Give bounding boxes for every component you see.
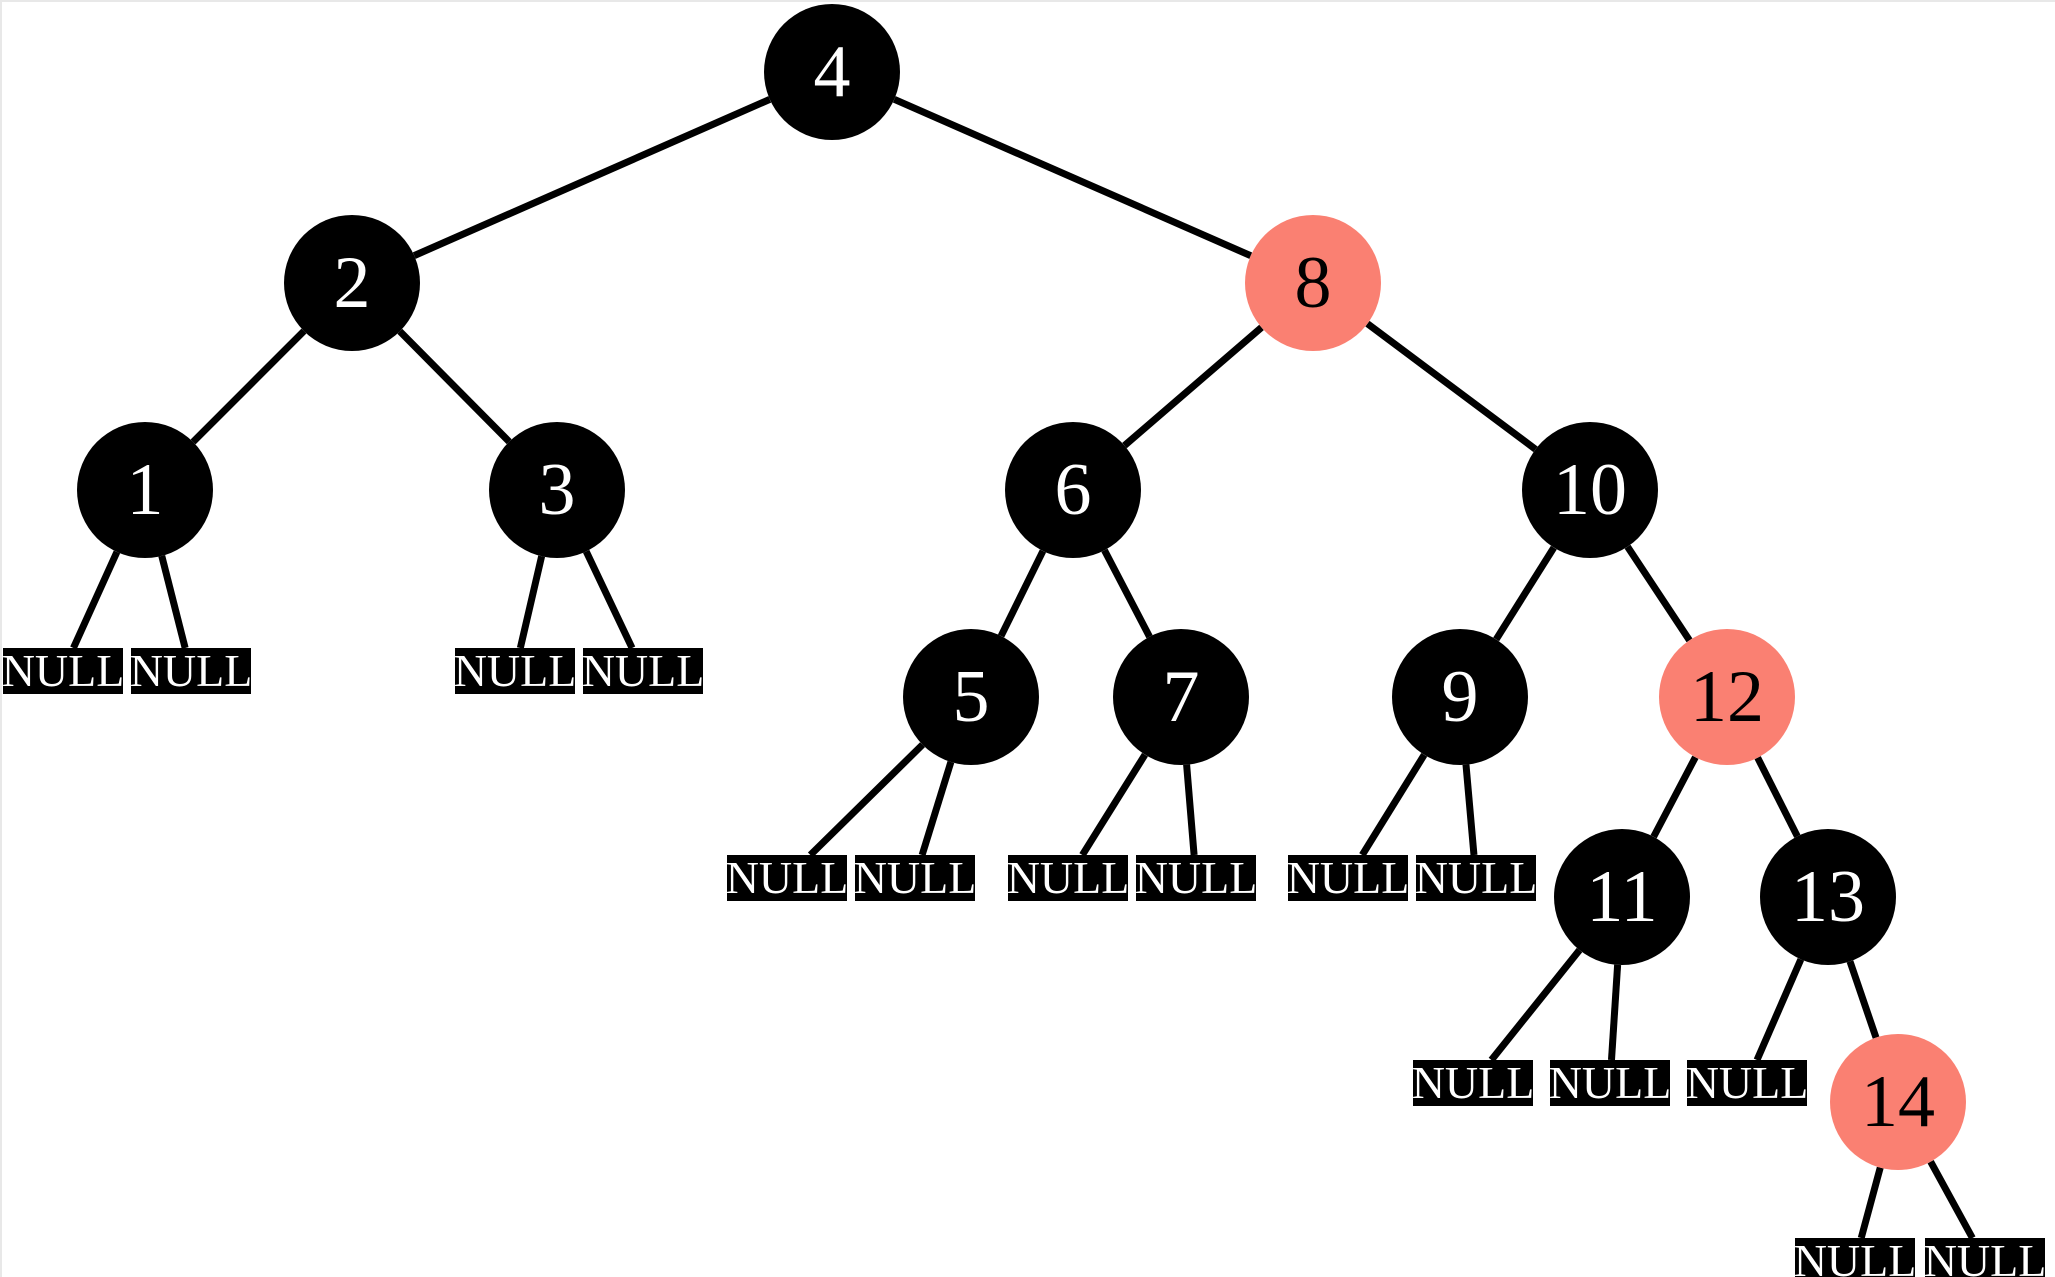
- tree-edge: [1462, 764, 1478, 856]
- tree-edge: [1753, 957, 1805, 1062]
- tree-node-label: 14: [1861, 1061, 1935, 1143]
- tree-nil-leaf: NULL: [1134, 852, 1258, 903]
- tree-edge: [397, 328, 512, 445]
- tree-node-2[interactable]: 2: [284, 215, 420, 351]
- tree-edge: [158, 555, 189, 649]
- tree-edge: [1624, 544, 1693, 643]
- tree-node-label: 7: [1162, 656, 1200, 738]
- tree-edge: [1857, 1166, 1884, 1239]
- tree-node-3[interactable]: 3: [489, 422, 625, 558]
- tree-edge: [412, 96, 772, 259]
- tree-edge: [1365, 320, 1538, 453]
- tree-edge: [190, 328, 307, 445]
- tree-edge: [1607, 964, 1622, 1061]
- tree-nil-leaf: NULL: [129, 645, 253, 696]
- tree-node-10[interactable]: 10: [1522, 422, 1658, 558]
- tree-nil-leaf: NULL: [1548, 1057, 1672, 1108]
- tree-edge: [997, 549, 1047, 638]
- tree-node-label: 11: [1586, 856, 1658, 938]
- tree-edge: [892, 96, 1253, 259]
- tree-edge: [1359, 752, 1428, 857]
- canvas-top-border: [0, 0, 2055, 2]
- tree-nil-leaf: NULL: [1414, 852, 1538, 903]
- tree-nil-leaf: NULL: [1286, 852, 1410, 903]
- tree-node-label: 2: [333, 242, 371, 324]
- tree-node-label: 12: [1690, 656, 1764, 738]
- tree-node-label: 8: [1294, 242, 1332, 324]
- tree-edge: [1122, 324, 1264, 449]
- canvas-left-border: [0, 0, 2, 1277]
- tree-nil-leaf: NULL: [1685, 1057, 1809, 1108]
- tree-edge: [1650, 755, 1699, 839]
- tree-nil-leaf: NULL: [1411, 1057, 1535, 1108]
- tree-edge: [1754, 756, 1801, 838]
- tree-edge: [583, 549, 636, 650]
- tree-edge: [1927, 1159, 1976, 1240]
- tree-node-6[interactable]: 6: [1005, 422, 1141, 558]
- tree-node-5[interactable]: 5: [903, 629, 1039, 765]
- tree-nil-leaf: NULL: [1924, 1238, 2046, 1277]
- tree-edge: [70, 550, 121, 650]
- tree-node-9[interactable]: 9: [1392, 629, 1528, 765]
- tree-node-label: 3: [538, 449, 576, 531]
- tree-nil-leaf: NULL: [725, 852, 849, 903]
- tree-node-4[interactable]: 4: [764, 4, 900, 140]
- tree-node-8[interactable]: 8: [1245, 215, 1381, 351]
- tree-node-7[interactable]: 7: [1113, 629, 1249, 765]
- tree-edge: [1079, 752, 1148, 857]
- tree-node-11[interactable]: 11: [1554, 829, 1690, 965]
- tree-edge: [1101, 548, 1153, 639]
- tree-node-label: 6: [1054, 449, 1092, 531]
- tree-edge: [1488, 947, 1583, 1063]
- tree-nil-leaf: NULL: [1006, 852, 1130, 903]
- tree-node-label: 4: [813, 31, 851, 113]
- tree-nil-leaf: NULL: [1, 645, 125, 696]
- tree-node-12[interactable]: 12: [1659, 629, 1795, 765]
- tree-edge: [1183, 764, 1198, 856]
- tree-node-label: 5: [952, 656, 990, 738]
- tree-nil-leaf: NULL: [1794, 1238, 1916, 1277]
- tree-nil-leaf: NULL: [581, 645, 705, 696]
- tree-nil-leaf: NULL: [853, 852, 977, 903]
- tree-edge: [918, 760, 955, 857]
- tree-nil-leaf: NULL: [453, 645, 577, 696]
- tree-node-14[interactable]: 14: [1830, 1034, 1966, 1170]
- tree-edge: [807, 742, 925, 858]
- tree-node-label: 13: [1791, 856, 1865, 938]
- tree-node-label: 9: [1441, 656, 1479, 738]
- tree-node-1[interactable]: 1: [77, 422, 213, 558]
- tree-node-label: 1: [126, 449, 164, 531]
- tree-node-13[interactable]: 13: [1760, 829, 1896, 965]
- tree-edge: [516, 555, 546, 649]
- tree-node-label: 10: [1553, 449, 1627, 531]
- tree-edge: [1493, 545, 1557, 642]
- tree-edge: [1846, 960, 1880, 1039]
